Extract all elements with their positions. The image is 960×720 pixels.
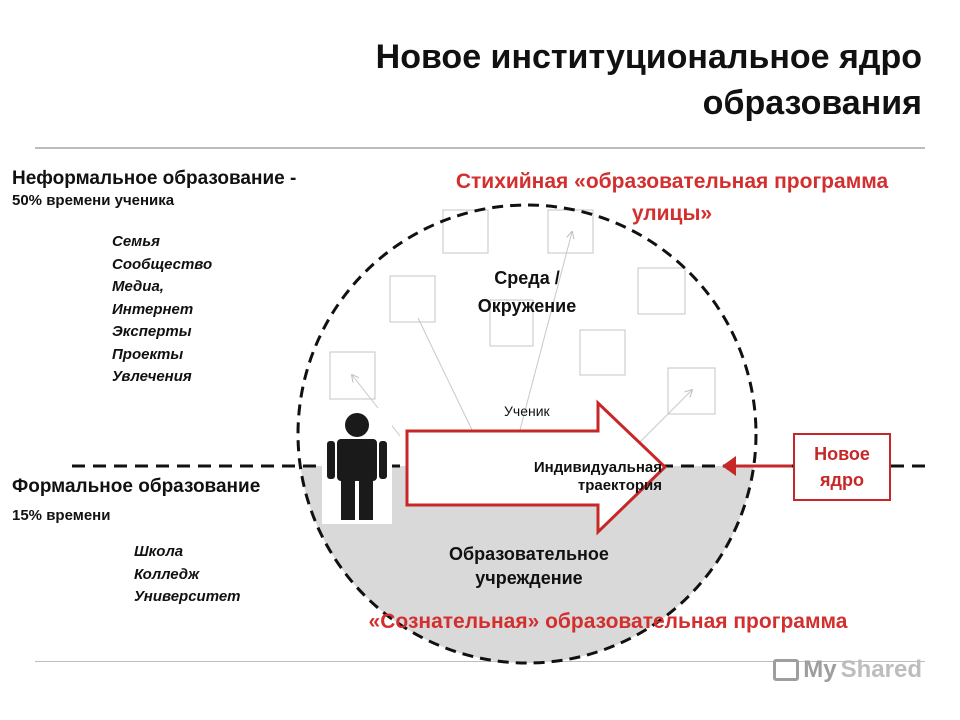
trajectory-line-2: траектория bbox=[577, 477, 662, 494]
list-item: Школа bbox=[134, 543, 184, 560]
institution-line-1: Образовательное bbox=[449, 544, 609, 564]
street-program-line-1: Стихийная «образовательная программа bbox=[455, 170, 889, 193]
conscious-program-title: «Сознательная» образовательная программа bbox=[368, 610, 848, 633]
influence-ray bbox=[639, 390, 692, 443]
influence-ray bbox=[519, 232, 572, 431]
formal-list: Школа Колледж Университет bbox=[134, 541, 241, 609]
environment-line-1: Среда / bbox=[494, 268, 560, 288]
page-title-line-2: образования bbox=[702, 84, 922, 122]
institution-label: Образовательное учреждение bbox=[409, 542, 649, 590]
logo-box-icon bbox=[773, 659, 800, 681]
logo-text-my: My bbox=[803, 656, 837, 683]
bottom-divider bbox=[35, 661, 925, 662]
list-item: Интернет bbox=[112, 300, 194, 318]
student-person-icon bbox=[322, 408, 392, 524]
student-label: Ученик bbox=[504, 403, 550, 419]
environment-square bbox=[489, 299, 534, 347]
list-item: Эксперты bbox=[112, 323, 192, 340]
trajectory-label: Индивидуальная траектория bbox=[470, 459, 662, 495]
new-core-pointer-head bbox=[722, 456, 736, 476]
list-item: Проекты bbox=[112, 345, 184, 363]
title-divider bbox=[35, 147, 925, 149]
list-item: Увлечения bbox=[112, 368, 192, 385]
street-program-title: Стихийная «образовательная программа ули… bbox=[392, 166, 952, 230]
new-core-line-2: ядро bbox=[820, 470, 864, 490]
trajectory-line-1: Индивидуальная bbox=[533, 459, 662, 476]
institution-line-2: учреждение bbox=[475, 568, 583, 588]
new-core-box: Новое ядро bbox=[793, 433, 891, 501]
environment-label: Среда / Окружение bbox=[447, 264, 607, 320]
page-title: Новое институциональное ядро образования bbox=[222, 34, 922, 126]
influence-ray bbox=[417, 317, 473, 431]
environment-square bbox=[637, 267, 686, 315]
environment-square bbox=[579, 329, 626, 376]
new-core-line-1: Новое bbox=[814, 444, 870, 464]
list-item: Сообщество bbox=[112, 255, 213, 273]
informal-heading: Неформальное образование - bbox=[12, 168, 297, 189]
informal-share: 50% времени ученика bbox=[12, 192, 175, 209]
informal-list: Семья Сообщество Медиа, Интернет Эксперт… bbox=[112, 231, 212, 389]
education-circle bbox=[296, 203, 758, 665]
page-title-line-1: Новое институциональное ядро bbox=[375, 38, 922, 76]
environment-line-2: Окружение bbox=[477, 296, 577, 316]
formal-heading: Формальное образование bbox=[12, 476, 261, 497]
list-item: Семья bbox=[112, 233, 161, 250]
list-item: Медиа, bbox=[112, 278, 164, 295]
formal-share: 15% времени bbox=[12, 507, 111, 524]
environment-square bbox=[389, 275, 436, 323]
trajectory-arrow bbox=[405, 399, 668, 536]
list-item: Университет bbox=[134, 588, 241, 605]
logo-text-shared: Shared bbox=[840, 656, 922, 683]
street-program-line-2: улицы» bbox=[631, 202, 713, 225]
list-item: Колледж bbox=[134, 565, 200, 583]
